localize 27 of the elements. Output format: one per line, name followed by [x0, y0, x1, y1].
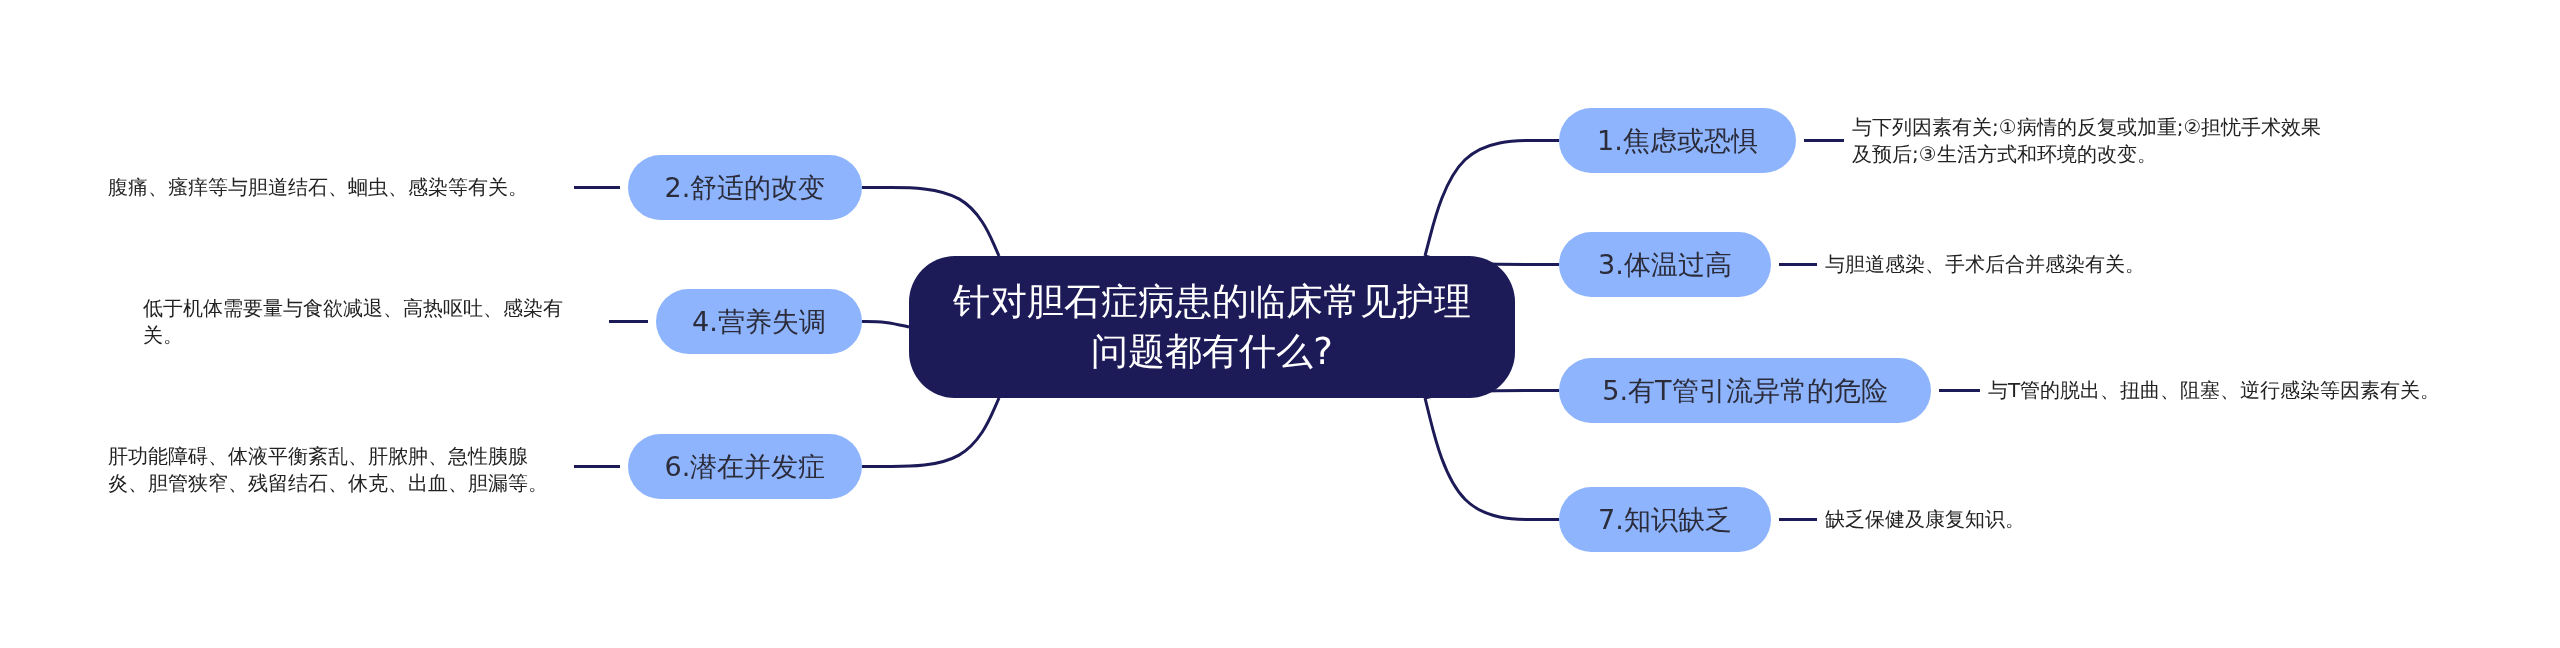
topic-pill: 3.体温过高	[1559, 232, 1771, 297]
note-text: 与下列因素有关;①病情的反复或加重;②担忧手术效果及预后;③生活方式和环境的改变。	[1852, 113, 2322, 168]
connector-line	[1423, 139, 1559, 257]
connector-line	[1804, 139, 1844, 142]
connector-line	[862, 320, 910, 329]
note-text: 与T管的脱出、扭曲、阻塞、逆行感染等因素有关。	[1988, 377, 2441, 404]
connector-line	[862, 186, 1001, 257]
connector-line	[862, 397, 1001, 468]
connector-line	[1423, 397, 1559, 521]
topic-pill: 6.潜在并发症	[628, 434, 862, 499]
note-text: 缺乏保健及康复知识。	[1825, 506, 2025, 533]
topic-pill: 1.焦虑或恐惧	[1559, 108, 1796, 173]
topic-pill: 2.舒适的改变	[628, 155, 862, 220]
topic-pill: 7.知识缺乏	[1559, 487, 1771, 552]
note-text: 腹痛、瘙痒等与胆道结石、蛔虫、感染等有关。	[108, 173, 528, 201]
topic-pill: 4.营养失调	[656, 289, 862, 354]
central-topic: 针对胆石症病患的临床常见护理问题都有什么?	[909, 256, 1515, 398]
connector-line	[1939, 389, 1980, 392]
connector-line	[574, 186, 620, 189]
connector-line	[1779, 263, 1817, 266]
topic-pill: 5.有T管引流异常的危险	[1559, 358, 1931, 423]
connector-line	[574, 465, 620, 468]
connector-line	[609, 320, 648, 323]
connector-line	[1779, 518, 1817, 521]
note-text: 与胆道感染、手术后合并感染有关。	[1825, 251, 2145, 278]
note-text: 肝功能障碍、体液平衡紊乱、肝脓肿、急性胰腺炎、胆管狭窄、残留结石、休克、出血、胆漏等。	[108, 443, 549, 497]
note-text: 低于机体需要量与食欲减退、高热呕吐、感染有关。	[143, 294, 564, 349]
